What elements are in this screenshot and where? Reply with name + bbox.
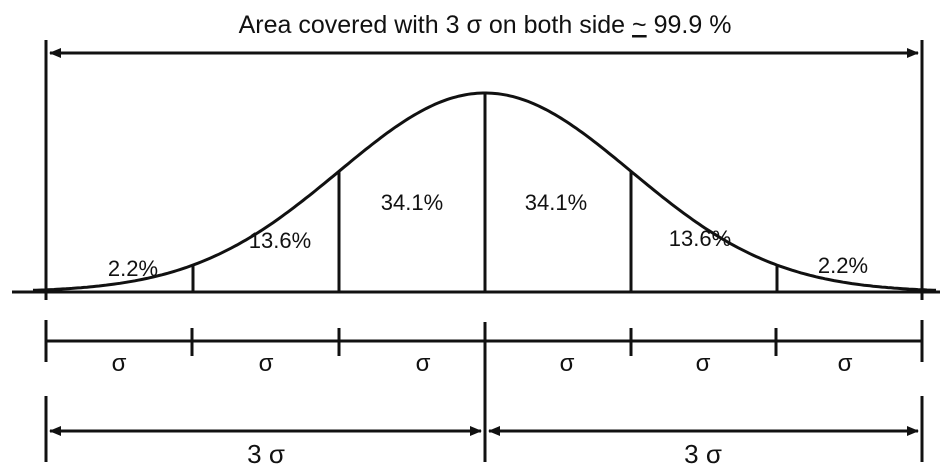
region-label-left-1sigma: 34.1% (381, 190, 443, 215)
sigma-label-5: σ (696, 350, 711, 377)
region-label-left-3sigma: 2.2% (108, 256, 158, 281)
right-3sigma-label: 3 σ (684, 439, 722, 469)
sigma-label-6: σ (838, 350, 853, 377)
sigma-label-1: σ (112, 350, 127, 377)
sigma-label-4: σ (560, 350, 575, 377)
sigma-label-3: σ (416, 350, 431, 377)
region-label-right-1sigma: 34.1% (525, 190, 587, 215)
sigma-label-2: σ (259, 350, 274, 377)
region-label-left-2sigma: 13.6% (249, 228, 311, 253)
region-label-right-2sigma: 13.6% (669, 226, 731, 251)
region-label-right-3sigma: 2.2% (818, 253, 868, 278)
left-3sigma-label: 3 σ (247, 439, 285, 469)
title: Area covered with 3 σ on both side ~ 99.… (239, 11, 732, 39)
sigma-dividers (191, 93, 779, 292)
